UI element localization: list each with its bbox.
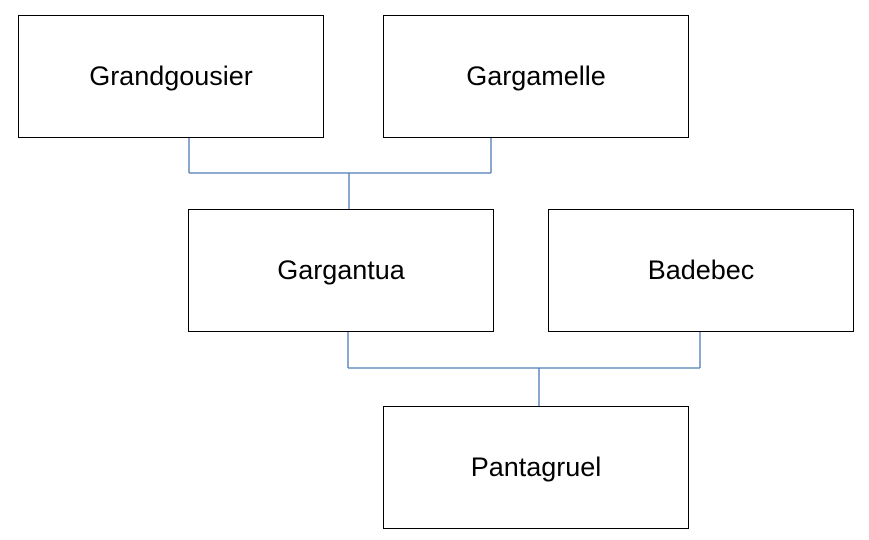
node-grandgousier: Grandgousier [18,15,324,138]
node-gargamelle: Gargamelle [383,15,689,138]
node-gargantua: Gargantua [188,209,494,332]
node-label: Grandgousier [89,61,253,91]
node-pantagruel: Pantagruel [383,406,689,529]
node-label: Gargantua [277,255,405,285]
node-badebec: Badebec [548,209,854,332]
node-label: Gargamelle [466,61,606,91]
node-label: Pantagruel [470,452,602,482]
node-label: Badebec [647,255,755,285]
